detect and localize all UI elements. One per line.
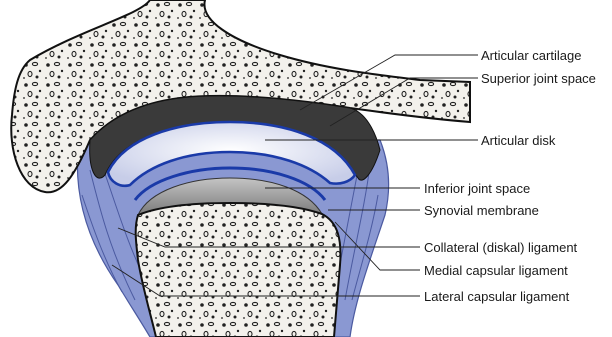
label-articular-disk: Articular disk <box>481 133 556 148</box>
label-superior-joint-space: Superior joint space <box>481 71 596 86</box>
label-collateral-ligament: Collateral (diskal) ligament <box>424 240 578 255</box>
label-inferior-joint-space: Inferior joint space <box>424 181 530 196</box>
mandibular-condyle <box>136 203 341 337</box>
label-articular-cartilage: Articular cartilage <box>481 48 581 63</box>
label-lateral-capsular-ligament: Lateral capsular ligament <box>424 289 570 304</box>
label-medial-capsular-ligament: Medial capsular ligament <box>424 263 568 278</box>
label-synovial-membrane: Synovial membrane <box>424 203 539 218</box>
